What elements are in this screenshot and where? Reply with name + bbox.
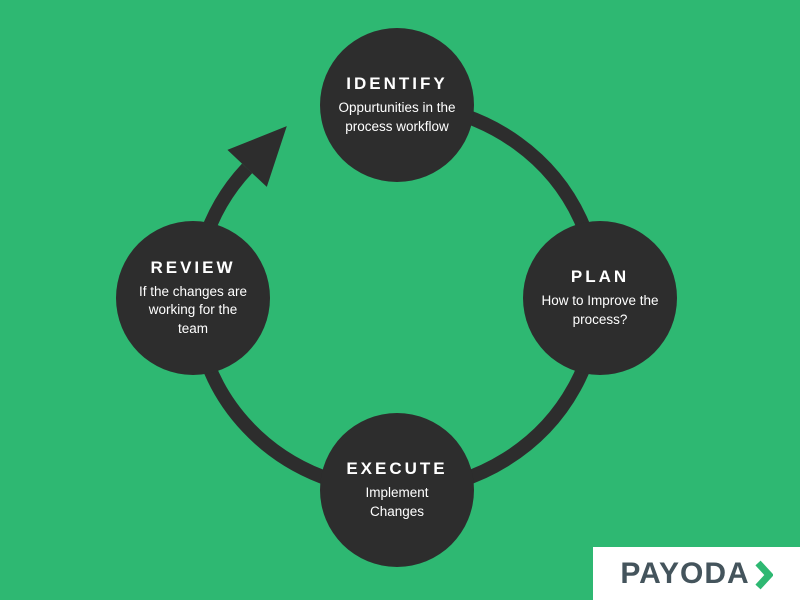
node-subtitle: If the changes are working for the team — [138, 283, 248, 336]
node-subtitle: Oppurtunities in the process workflow — [338, 99, 456, 134]
cycle-node-review: REVIEW If the changes are working for th… — [116, 221, 270, 375]
node-title: PLAN — [570, 266, 630, 286]
node-title: IDENTIFY — [346, 73, 448, 93]
cycle-node-identify: IDENTIFY Oppurtunities in the process wo… — [320, 28, 474, 182]
cycle-arrow-icon — [227, 126, 287, 187]
cycle-node-execute: EXECUTE Implement Changes — [320, 413, 474, 567]
payoda-logo-text: PAYODA — [620, 556, 750, 590]
payoda-logo: PAYODA — [593, 547, 800, 600]
node-subtitle: Implement Changes — [365, 484, 429, 519]
chevron-right-icon — [755, 560, 773, 589]
node-title: REVIEW — [150, 257, 236, 277]
node-subtitle: How to Improve the process? — [541, 292, 659, 327]
cycle-node-plan: PLAN How to Improve the process? — [523, 221, 677, 375]
node-title: EXECUTE — [346, 458, 448, 478]
